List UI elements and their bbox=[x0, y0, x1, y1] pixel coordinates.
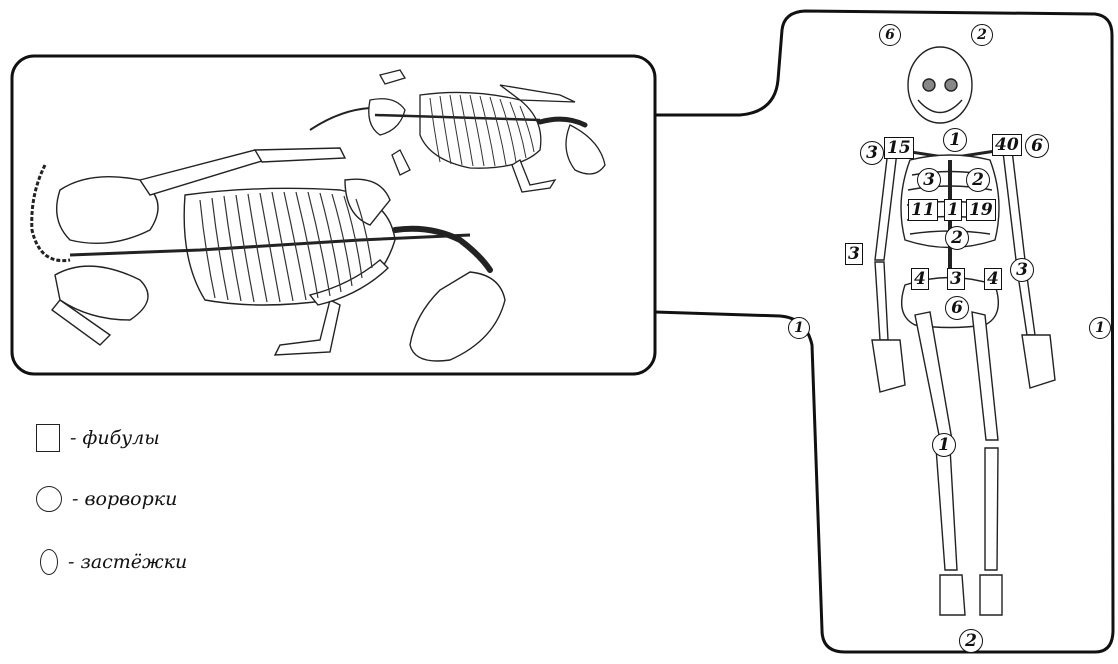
legend-zastezhki-label: - застёжки bbox=[68, 551, 187, 573]
legend-zastezhki: - застёжки bbox=[36, 549, 187, 575]
legend-fibula: - фибулы bbox=[36, 424, 160, 452]
circle-icon bbox=[36, 486, 62, 512]
marker-top-left: 6 bbox=[879, 24, 901, 46]
marker-bottom: 2 bbox=[959, 629, 983, 653]
oval-icon bbox=[40, 549, 58, 575]
marker-chest-box-mid: 1 bbox=[944, 199, 962, 221]
legend-fibula-label: - фибулы bbox=[70, 427, 160, 449]
marker-neck: 1 bbox=[943, 128, 967, 152]
marker-chest-box-right: 19 bbox=[966, 199, 996, 221]
marker-chest-right: 2 bbox=[966, 168, 990, 192]
marker-knee: 1 bbox=[932, 433, 956, 457]
marker-right-shoulder-box: 40 bbox=[992, 134, 1022, 156]
marker-chest-box-left: 11 bbox=[908, 199, 938, 221]
marker-abdomen: 2 bbox=[945, 226, 969, 250]
marker-pelvis-box-left: 4 bbox=[911, 268, 929, 290]
marker-left-side: 1 bbox=[788, 317, 810, 339]
marker-right-side: 1 bbox=[1089, 317, 1111, 339]
marker-right-shoulder-circle: 6 bbox=[1025, 134, 1049, 158]
marker-pelvis-circle: 6 bbox=[945, 296, 969, 320]
square-icon bbox=[36, 424, 60, 452]
marker-chest-left: 3 bbox=[917, 168, 941, 192]
legend-vorvorki: - ворворки bbox=[36, 486, 177, 512]
marker-left-shoulder-circle: 3 bbox=[860, 141, 884, 165]
marker-pelvis-box-mid: 3 bbox=[947, 268, 965, 290]
marker-left-shoulder-box: 15 bbox=[884, 137, 914, 159]
legend-vorvorki-label: - ворворки bbox=[72, 488, 177, 510]
marker-top-right: 2 bbox=[971, 24, 993, 46]
marker-left-forearm-box: 3 bbox=[845, 243, 863, 265]
marker-pelvis-box-right: 4 bbox=[984, 268, 1002, 290]
marker-right-hand-circle: 3 bbox=[1010, 258, 1034, 282]
